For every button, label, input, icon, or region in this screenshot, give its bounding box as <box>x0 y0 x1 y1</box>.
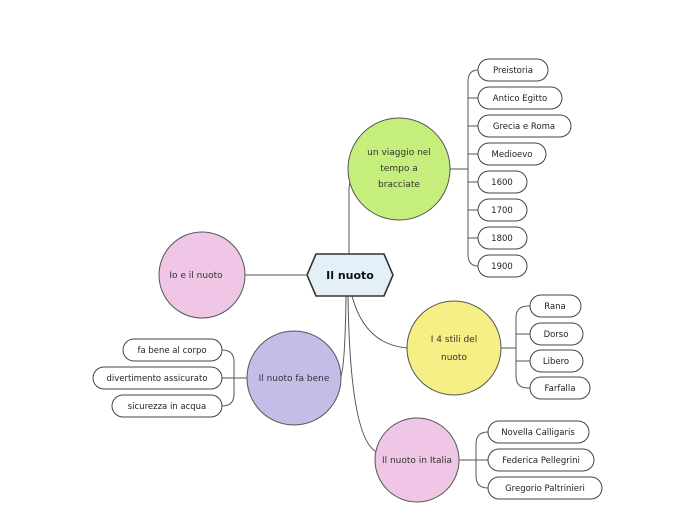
leaf-label: Antico Egitto <box>493 94 547 104</box>
bubble-viaggio-line-1: un viaggio nel <box>367 148 431 158</box>
leaf-fa-bene-al-corpo[interactable]: fa bene al corpo <box>122 338 223 362</box>
leaf-sicurezza-in-acqua[interactable]: sicurezza in acqua <box>111 394 223 418</box>
connector-viaggio-spine <box>467 69 479 267</box>
bubble-viaggio-line-3: bracciate <box>378 180 420 190</box>
leaf-label: 1700 <box>491 206 513 216</box>
bubble-stili[interactable]: I 4 stili del nuoto <box>406 300 502 396</box>
leaf-1900[interactable]: 1900 <box>477 254 528 278</box>
bubble-viaggio[interactable]: un viaggio nel tempo a bracciate <box>347 117 451 221</box>
leaf-label: 1800 <box>491 234 513 244</box>
leaf-1600[interactable]: 1600 <box>477 170 528 194</box>
leaf-label: Libero <box>543 357 569 367</box>
connector-viaggio-ticks <box>468 97 478 239</box>
leaf-label: Dorso <box>544 330 569 340</box>
leaf-antico-egitto[interactable]: Antico Egitto <box>477 86 563 110</box>
leaf-label: Preistoria <box>493 66 533 76</box>
connector-stili-spine <box>515 305 530 389</box>
leaf-label: sicurezza in acqua <box>128 402 207 412</box>
leaf-1800[interactable]: 1800 <box>477 226 528 250</box>
leaf-rana[interactable]: Rana <box>529 294 582 318</box>
leaf-label: Gregorio Paltrinieri <box>505 484 585 494</box>
leaf-label: 1600 <box>491 178 513 188</box>
bubble-italia-line-1: Il nuoto in Italia <box>382 456 452 466</box>
bubble-stili-line-1: I 4 stili del <box>431 335 477 345</box>
leaf-grecia-e-roma[interactable]: Grecia e Roma <box>477 114 572 138</box>
leaf-label: divertimento assicurato <box>106 374 207 384</box>
connector-root-bene <box>339 295 347 379</box>
bubble-viaggio-line-2: tempo a <box>380 164 417 174</box>
bubble-bene[interactable]: Il nuoto fa bene <box>246 330 342 426</box>
bubble-bene-circle <box>246 330 342 426</box>
leaf-label: Federica Pellegrini <box>502 456 580 466</box>
root-node[interactable]: Il nuoto <box>306 253 394 297</box>
connectors <box>221 69 530 489</box>
bubble-bene-line-1: Il nuoto fa bene <box>259 374 330 384</box>
leaf-gregorio-paltrinieri[interactable]: Gregorio Paltrinieri <box>487 476 603 500</box>
leaf-label: Novella Calligaris <box>501 428 575 438</box>
root-hexagon <box>306 253 394 297</box>
leaf-label: 1900 <box>491 262 513 272</box>
leaf-label: Medioevo <box>492 150 533 160</box>
leaf-1700[interactable]: 1700 <box>477 198 528 222</box>
connector-italia-spine <box>475 431 489 489</box>
leaf-dorso[interactable]: Dorso <box>529 322 584 346</box>
leaf-federica-pellegrini[interactable]: Federica Pellegrini <box>487 448 595 472</box>
bubble-italia-circle <box>374 417 460 503</box>
leaf-novella-calligaris[interactable]: Novella Calligaris <box>487 420 590 444</box>
bubble-io-circle <box>158 231 246 319</box>
leaf-preistoria[interactable]: Preistoria <box>477 58 549 82</box>
leaf-farfalla[interactable]: Farfalla <box>529 376 591 400</box>
leaf-label: fa bene al corpo <box>137 346 206 356</box>
bubble-stili-circle <box>406 300 502 396</box>
leaf-medioevo[interactable]: Medioevo <box>477 142 547 166</box>
leaf-divertimento-assicurato[interactable]: divertimento assicurato <box>92 366 223 390</box>
bubble-io-line-1: Io e il nuoto <box>169 271 223 281</box>
root-label: Il nuoto <box>326 269 374 282</box>
leaf-label: Farfalla <box>545 384 576 394</box>
connector-root-stili <box>351 295 409 349</box>
bubble-viaggio-circle <box>347 117 451 221</box>
leaf-label: Grecia e Roma <box>493 122 555 132</box>
bubble-italia[interactable]: Il nuoto in Italia <box>374 417 460 503</box>
connector-root-italia <box>347 295 378 453</box>
leaf-label: Rana <box>544 302 566 312</box>
bubble-stili-line-2: nuoto <box>441 353 467 363</box>
connector-bene-spine <box>221 349 235 407</box>
leaf-libero[interactable]: Libero <box>529 349 584 373</box>
bubble-io[interactable]: Io e il nuoto <box>158 231 246 319</box>
